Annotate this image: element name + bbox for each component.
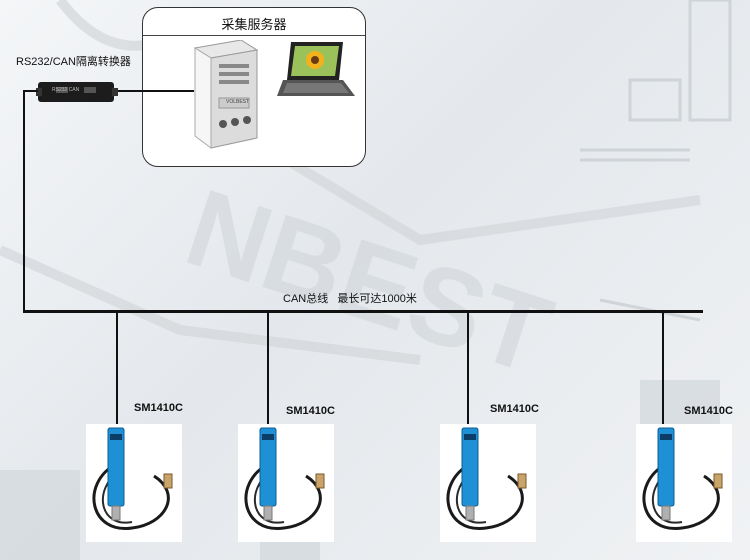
sensor-device-3: [440, 424, 536, 542]
sensor-label-2: SM1410C: [286, 405, 335, 417]
pc-tower-icon: [193, 40, 259, 149]
sensor-label-4: SM1410C: [684, 405, 733, 417]
sm1410c-sensor-icon: [244, 427, 325, 530]
can-bus-line: [23, 310, 703, 313]
server-box-divider: [143, 35, 365, 36]
can-bus-label: CAN总线 最长可达1000米: [283, 293, 417, 305]
sensor-label-3: SM1410C: [490, 403, 539, 415]
sensor-device-1: [86, 424, 182, 542]
server-box-title: 采集服务器: [221, 17, 287, 32]
vertical-bus-cable: [23, 90, 25, 312]
sensor-drop-cable-1: [116, 312, 118, 430]
sensor-drop-cable-2: [267, 312, 269, 430]
converter-label: RS232/CAN隔离转换器: [16, 56, 131, 68]
converter-device-text: RS232 CAN: [52, 87, 80, 93]
sensor-drop-cable-4: [662, 312, 664, 430]
pc-tower-brand: VOLBEST: [226, 99, 250, 105]
sensor-device-4: [636, 424, 732, 542]
sm1410c-sensor-icon: [92, 427, 173, 530]
sm1410c-sensor-icon: [446, 427, 527, 530]
sensor-device-2: [238, 424, 334, 542]
watermark-text: NBEST: [173, 166, 566, 398]
sensor-drop-cable-3: [467, 312, 469, 430]
converter-down-cable: [24, 90, 38, 92]
sensor-label-1: SM1410C: [134, 402, 183, 414]
laptop-icon: [277, 42, 355, 96]
converter-to-server-cable: [118, 90, 194, 92]
sm1410c-sensor-icon: [642, 427, 723, 530]
rs232-can-converter-device: [36, 82, 118, 102]
acquisition-server-box: 采集服务器 VOLBEST: [142, 7, 366, 167]
